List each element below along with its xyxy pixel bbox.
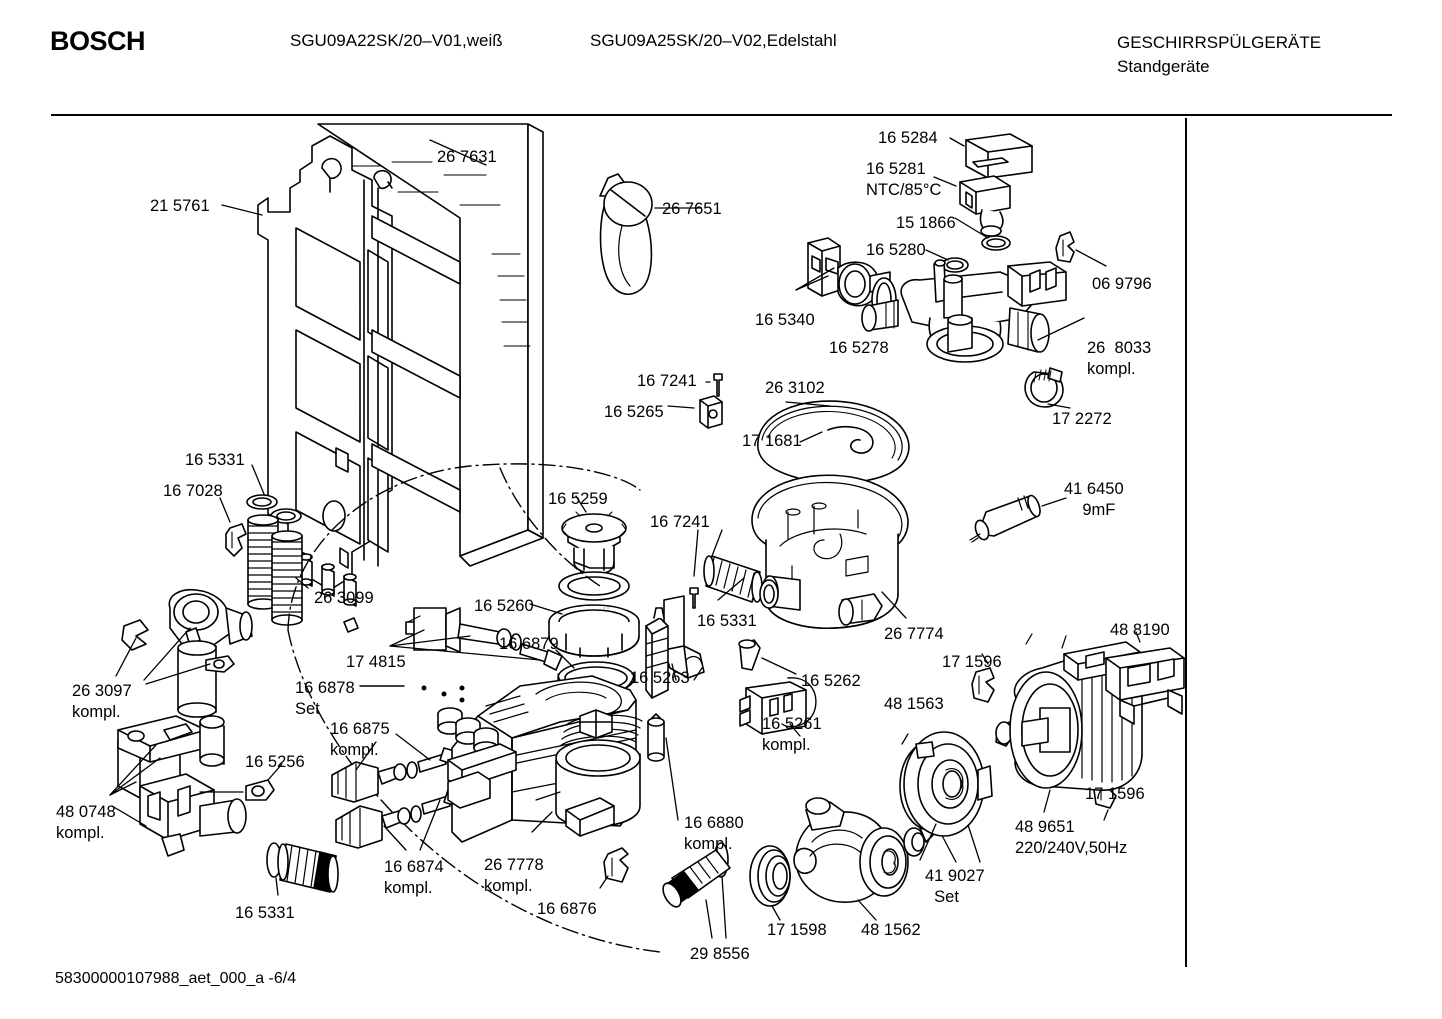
part-number-callout: 06 9796 [1092, 275, 1152, 293]
part-number-callout: 21 5761 [150, 197, 210, 215]
part-number-callout: 16 7241 [650, 513, 710, 531]
part-number-callout: 16 5331 [185, 451, 245, 469]
part-number-callout: 16 7241 [637, 372, 697, 390]
part-number-callout: 48 8190 [1110, 621, 1170, 639]
part-number-callout: 16 5340 [755, 311, 815, 329]
part-number-callout: 16 5284 [878, 129, 938, 147]
clip-166876 [599, 847, 629, 889]
part-number-callout: 48 0748 kompl. [56, 803, 116, 842]
part-number-callout: 26 7651 [662, 200, 722, 218]
part-number-callout: 17 1596 [1085, 785, 1145, 803]
hose-165331-lower [266, 842, 339, 896]
part-number-callout: 17 1598 [767, 921, 827, 939]
part-number-callout: 16 5331 [697, 612, 757, 630]
part-number-callout: 16 6874 kompl. [384, 858, 444, 897]
part-number-callout: 16 5280 [866, 241, 926, 259]
part-number-callout: 16 5278 [829, 339, 889, 357]
heater-pump-group [795, 133, 1107, 409]
part-number-callout: 48 1563 [884, 695, 944, 713]
pump-housing-481562 [749, 797, 905, 921]
part-number-callout: 26 7631 [437, 148, 497, 166]
springs-263099 [246, 464, 309, 626]
door-liner-assembly [221, 123, 544, 607]
part-number-callout: 16 5281 NTC/85°C [866, 160, 942, 199]
part-number-callout: 17 4815 [346, 653, 406, 671]
part-number-callout: 48 9651 220/240V,50Hz [1015, 818, 1128, 857]
heat-exchanger-267778 [437, 675, 643, 843]
part-number-callout: 17 2272 [1052, 410, 1112, 428]
capacitor-416450 [969, 494, 1067, 543]
model-label-v01: SGU09A22SK/20–V01,weiß [290, 31, 503, 50]
part-number-callout: 16 6876 [537, 900, 597, 918]
part-number-callout: 17 1596 [942, 653, 1002, 671]
filter-stack [529, 495, 640, 697]
part-number-callout: 16 5260 [474, 597, 534, 615]
screws-167241 [689, 373, 723, 609]
document-code: 58300000107988_aet_000_a -6/4 [55, 970, 297, 987]
right-margin-rule [1185, 118, 1187, 967]
softener-unit [109, 588, 283, 857]
category-subtitle: Standgeräte [1117, 57, 1210, 77]
part-number-callout: 26 7774 [884, 625, 944, 643]
part-number-callout: 16 5263 [630, 669, 690, 687]
part-number-callout: 16 6879 [499, 635, 559, 653]
part-number-callout: 16 7028 [163, 482, 223, 500]
model-label-v02: SGU09A25SK/20–V02,Edelstahl [590, 31, 837, 50]
part-number-callout: 16 5259 [548, 490, 608, 508]
part-number-callout: 48 1562 [861, 921, 921, 939]
salt-funnel-267651 [599, 173, 701, 295]
part-number-callout: 16 5256 [245, 753, 305, 771]
part-number-callout: 16 5265 [604, 403, 664, 421]
header-divider-rule [51, 114, 1392, 116]
part-number-callout: 16 5262 [801, 672, 861, 690]
drain-hose-165331 [703, 555, 779, 609]
float-166880 [645, 607, 679, 821]
part-number-callout: 41 6450 9mF [1064, 480, 1124, 519]
motor-assembly [971, 631, 1185, 821]
part-number-callout: 16 5331 [235, 904, 295, 922]
part-number-callout: 26 3099 [314, 589, 374, 607]
part-number-callout: 16 6878 Set [295, 679, 355, 718]
pump-cover-481563 [899, 731, 993, 861]
part-number-callout: 29 8556 [690, 945, 750, 963]
part-number-callout: 16 5261 kompl. [762, 715, 822, 754]
clip-167028 [219, 497, 247, 557]
clip-165265 [667, 395, 723, 429]
drain-hose-298556 [662, 842, 731, 939]
part-number-callout: 26 3097 kompl. [72, 682, 132, 721]
part-number-callout: 26 7778 kompl. [484, 856, 544, 895]
part-number-callout: 17 1681 [742, 432, 802, 450]
bosch-logo: BOSCH [50, 26, 146, 56]
part-number-callout: 26 8033 kompl. [1087, 339, 1152, 378]
part-number-callout: 16 6875 kompl. [330, 720, 390, 759]
part-number-callout: 16 6880 kompl. [684, 814, 744, 853]
category-block: GESCHIRRSPÜLGERÄTE Standgeräte [1117, 31, 1321, 79]
part-number-callout: 15 1866 [896, 214, 956, 232]
part-number-callout: 26 3102 [765, 379, 825, 397]
category-title: GESCHIRRSPÜLGERÄTE [1117, 33, 1322, 52]
part-number-callout: 41 9027 Set [925, 867, 985, 906]
